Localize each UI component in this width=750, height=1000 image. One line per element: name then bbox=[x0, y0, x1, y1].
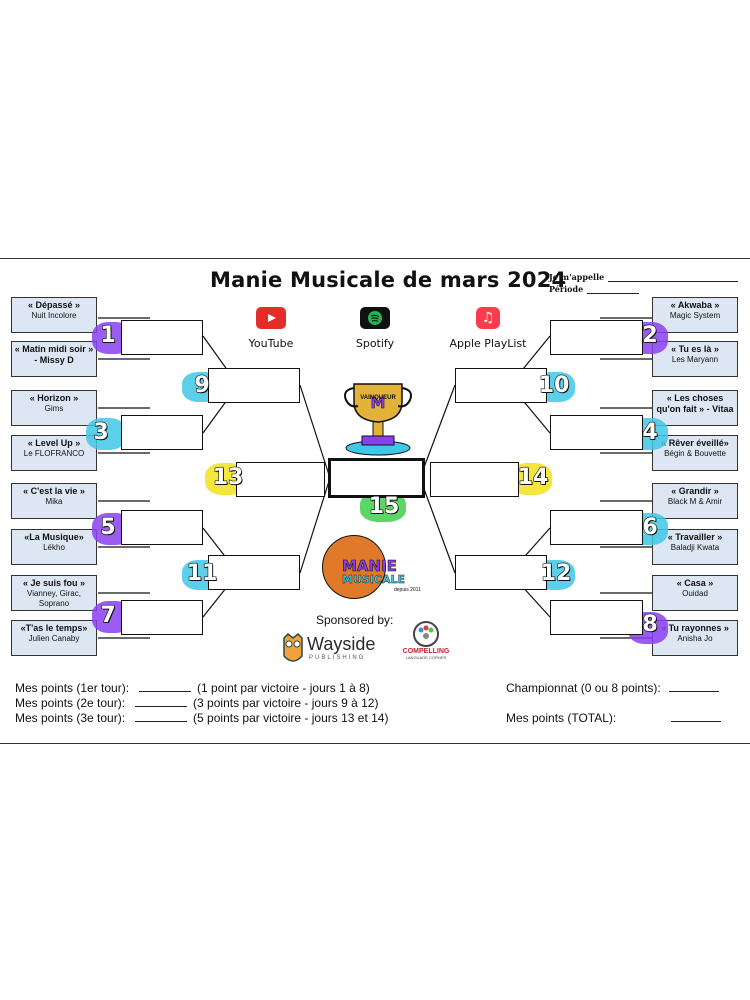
compelling-logo: COMPELLING LANGUAGE CORNER bbox=[396, 620, 456, 668]
song-right-5: « Grandir »Black M & Amir bbox=[652, 483, 738, 519]
seed-number: 11 bbox=[186, 560, 218, 586]
seed-number: 9 bbox=[194, 372, 211, 398]
slot-r1-left-2[interactable] bbox=[121, 415, 203, 450]
period-field[interactable]: Période bbox=[549, 284, 640, 294]
slot-r3-right[interactable] bbox=[430, 462, 519, 497]
trophy-label: VAINQUEUR bbox=[360, 395, 396, 401]
seed-number: 14 bbox=[517, 464, 549, 490]
seed-number: 2 bbox=[642, 322, 659, 348]
platform-youtube[interactable]: YouTube bbox=[236, 307, 306, 350]
sponsor-label: Sponsored by: bbox=[316, 613, 394, 627]
song-left-8: «T'as le temps»Julien Canaby bbox=[11, 620, 97, 656]
score-round1: Mes points (1er tour):(1 point par victo… bbox=[15, 681, 370, 695]
slot-r2-left-1[interactable] bbox=[208, 368, 300, 403]
slot-r2-left-2[interactable] bbox=[208, 555, 300, 590]
seed-number: 5 bbox=[100, 514, 117, 540]
owl-icon bbox=[283, 632, 303, 662]
manie-musicale-logo: MANIE MUSICALE depuis 2011 bbox=[322, 535, 434, 599]
seed-number: 6 bbox=[642, 514, 659, 540]
song-right-3: « Les choses qu'on fait » - Vitaa bbox=[652, 390, 738, 426]
song-left-7: « Je suis fou »Vianney, Girac, Soprano bbox=[11, 575, 97, 611]
name-field[interactable]: Je m'appelle bbox=[549, 272, 739, 282]
seed-number: 13 bbox=[212, 464, 244, 490]
slot-r1-left-1[interactable] bbox=[121, 320, 203, 355]
seed-number: 3 bbox=[93, 419, 110, 445]
seed-number: 15 bbox=[368, 493, 400, 519]
slot-r2-right-1[interactable] bbox=[455, 368, 547, 403]
slot-r1-right-4[interactable] bbox=[550, 600, 643, 635]
seed-number: 8 bbox=[642, 611, 659, 637]
score-total: Mes points (TOTAL): bbox=[506, 711, 727, 725]
svg-text:M: M bbox=[371, 394, 386, 412]
seed-number: 7 bbox=[100, 602, 117, 628]
slot-r1-right-1[interactable] bbox=[550, 320, 643, 355]
score-round2: Mes points (2e tour):(3 points par victo… bbox=[15, 696, 379, 710]
slot-r2-right-2[interactable] bbox=[455, 555, 547, 590]
paint-splash bbox=[86, 418, 126, 450]
apple-music-icon: ♫ bbox=[476, 307, 500, 329]
slot-r1-left-4[interactable] bbox=[121, 600, 203, 635]
seed-number: 12 bbox=[540, 560, 572, 586]
score-championship: Championnat (0 ou 8 points): bbox=[506, 681, 725, 695]
song-right-2: « Tu es là »Les Maryann bbox=[652, 341, 738, 377]
song-left-2: « Matin midi soir » - Missy D bbox=[11, 341, 97, 377]
youtube-icon bbox=[256, 307, 286, 329]
slot-r1-right-2[interactable] bbox=[550, 415, 643, 450]
slot-r3-left[interactable] bbox=[236, 462, 325, 497]
song-right-7: « Casa »Ouidad bbox=[652, 575, 738, 611]
seed-number: 1 bbox=[100, 322, 117, 348]
platform-apple[interactable]: ♫ Apple PlayList bbox=[448, 307, 528, 350]
trophy-icon: M bbox=[344, 383, 412, 456]
song-left-1: « Dépassé »Nuit Incolore bbox=[11, 297, 97, 333]
song-right-1: « Akwaba »Magic System bbox=[652, 297, 738, 333]
score-round3: Mes points (3e tour):(5 points par victo… bbox=[15, 711, 389, 725]
song-left-4: « Level Up »Le FLOFRANCO bbox=[11, 435, 97, 471]
slot-r1-left-3[interactable] bbox=[121, 510, 203, 545]
song-left-6: «La Musique»Lékho bbox=[11, 529, 97, 565]
platform-spotify[interactable]: Spotify bbox=[340, 307, 410, 350]
slot-r1-right-3[interactable] bbox=[550, 510, 643, 545]
song-left-3: « Horizon »Gims bbox=[11, 390, 97, 426]
wayside-logo: Wayside PUBLISHING bbox=[282, 632, 382, 666]
page-title: Manie Musicale de mars 2024 bbox=[210, 268, 567, 292]
seed-number: 10 bbox=[538, 372, 570, 398]
compelling-icon bbox=[413, 621, 439, 647]
seed-number: 4 bbox=[642, 419, 659, 445]
spotify-icon bbox=[360, 307, 390, 329]
song-left-5: « C'est la vie »Mika bbox=[11, 483, 97, 519]
slot-final[interactable] bbox=[328, 458, 425, 498]
